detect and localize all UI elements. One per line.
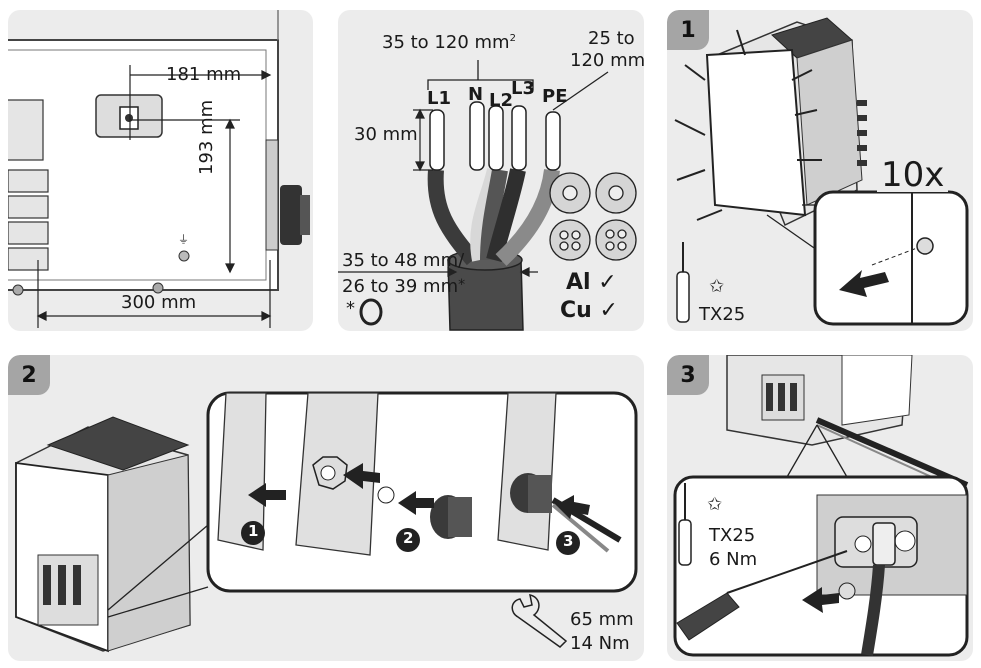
step-number: 3 <box>667 355 709 395</box>
panel-cable-spec: 35 to 120 mm2 25 to 120 mm2 L1 N L2 L3 P… <box>338 10 644 331</box>
check-icon: ✓ <box>599 298 618 323</box>
pe-connection-drawing: ✩ <box>673 355 969 657</box>
cable-diameter-line2: 26 to 39 mm* <box>342 276 466 297</box>
dimension-width-bottom: 300 mm <box>118 294 200 312</box>
wrench-icon <box>511 594 568 648</box>
cross-section-main: 35 to 120 mm2 <box>382 32 516 53</box>
ring-asterisk: * <box>346 298 355 319</box>
wrench-size: 65 mm <box>570 609 634 630</box>
panel-step-2: 2 1 2 3 65 mm 14 Nm <box>8 355 644 661</box>
step-number: 1 <box>667 10 709 50</box>
screw-count: 10x <box>877 158 949 192</box>
conductor-label-l2: L2 <box>489 90 513 111</box>
dimension-height: 193 mm <box>196 99 217 175</box>
check-icon: ✓ <box>598 270 617 295</box>
conductor-label-n: N <box>468 84 484 105</box>
dimension-width-top: 181 mm <box>166 64 242 85</box>
tightening-torque: 6 Nm <box>709 549 758 570</box>
panel-dimensions: ⏚ 181 mm 193 mm 300 mm <box>8 10 313 331</box>
cross-section-pe-line1: 25 to <box>588 28 635 49</box>
cross-section-pe-line2: 120 mm2 <box>570 50 644 71</box>
remove-cover-drawing: ✩ <box>674 17 969 326</box>
strip-length-label: 30 mm <box>354 124 418 145</box>
tightening-torque: 14 Nm <box>570 633 630 654</box>
enclosure-dimension-drawing: ⏚ <box>8 10 310 328</box>
cable-drawing <box>338 60 637 331</box>
svg-text:⏚: ⏚ <box>178 233 189 246</box>
torx-star-icon: ✩ <box>707 494 722 515</box>
substep-2: 2 <box>403 529 414 547</box>
conductor-label-l1: L1 <box>427 88 451 109</box>
panel-step-3: ✩ 3 TX25 6 Nm <box>667 355 973 661</box>
conductor-label-l3: L3 <box>511 78 535 99</box>
tool-label: TX25 <box>699 304 746 325</box>
cable-gland-drawing <box>15 391 638 653</box>
conductor-label-pe: PE <box>542 86 568 107</box>
material-copper: Cu ✓ <box>560 298 618 323</box>
tool-label: TX25 <box>709 525 756 546</box>
cable-diameter-line1: 35 to 48 mm/ <box>342 250 465 271</box>
substep-3: 3 <box>563 532 574 550</box>
step-number: 2 <box>8 355 50 395</box>
panel-step-1: ✩ 1 10x TX25 <box>667 10 973 331</box>
material-aluminium: Al ✓ <box>566 270 617 295</box>
torx-star-icon: ✩ <box>709 276 724 297</box>
substep-1: 1 <box>248 522 259 540</box>
